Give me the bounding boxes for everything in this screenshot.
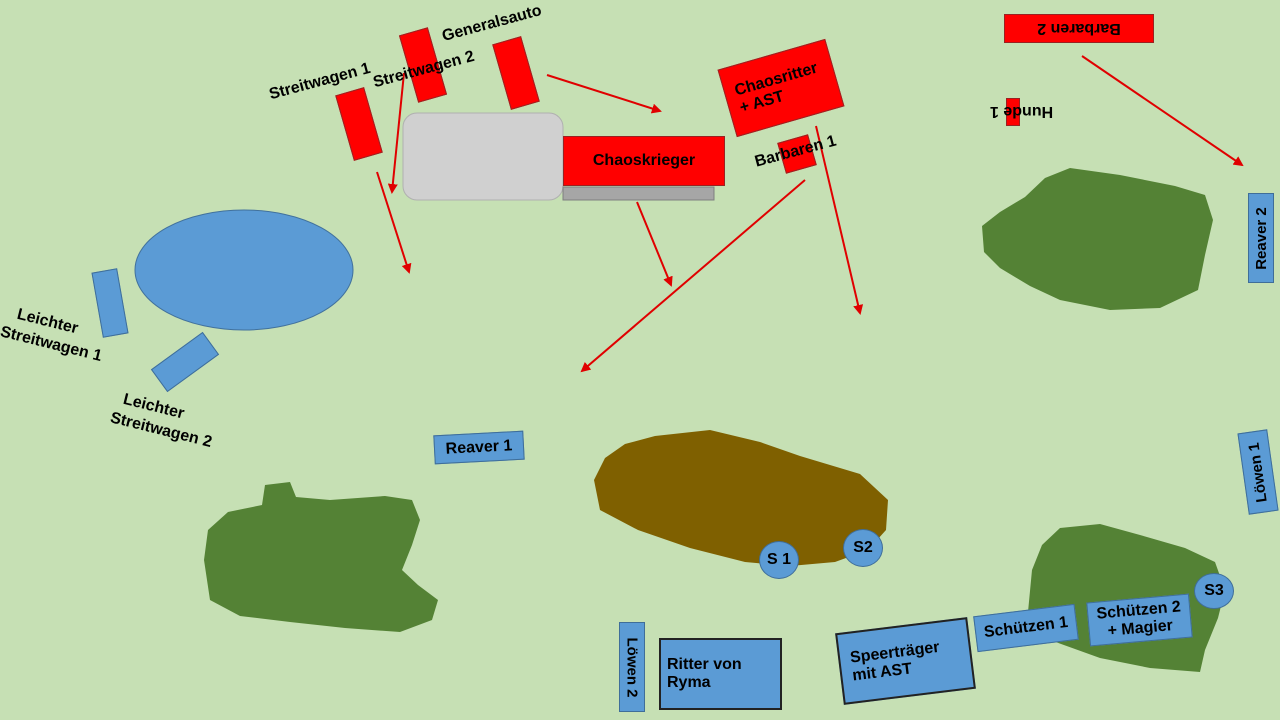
reaver-1-block: Reaver 1 bbox=[433, 430, 525, 465]
loewen-1-label: Löwen 1 bbox=[1245, 441, 1271, 503]
marker-s2: S2 bbox=[843, 529, 883, 567]
arrow-barbaren-2 bbox=[1081, 55, 1244, 167]
arrow-streitwagen-1 bbox=[376, 171, 412, 274]
hill bbox=[594, 430, 888, 566]
arrow-barbaren-1 bbox=[580, 179, 806, 373]
marker-s1: S 1 bbox=[759, 541, 799, 579]
reaver-2-block: Reaver 2 bbox=[1248, 193, 1274, 283]
schuetzen-1-label: Schützen 1 bbox=[982, 613, 1069, 642]
ritter-von-ryma-block: Ritter von Ryma bbox=[659, 638, 782, 710]
marker-s1-label: S 1 bbox=[766, 551, 791, 568]
chaoskrieger-block: Chaoskrieger bbox=[563, 136, 725, 186]
loewen-2-block: Löwen 2 bbox=[619, 622, 645, 712]
hunde-1-block bbox=[1006, 98, 1020, 126]
schuetzen-2-block: Schützen 2 + Magier bbox=[1086, 593, 1193, 647]
forest-southwest bbox=[204, 482, 438, 632]
hunde-1-label: Hunde 1 bbox=[990, 102, 1054, 120]
building bbox=[402, 112, 564, 201]
reaver-2-label: Reaver 2 bbox=[1252, 206, 1270, 270]
ritter-label-line1: Ritter von bbox=[667, 656, 742, 673]
arrow-streitwagen-2 bbox=[387, 72, 405, 194]
lake bbox=[134, 209, 354, 331]
loewen-2-label: Löwen 2 bbox=[623, 636, 641, 698]
arrow-generalsauto bbox=[546, 74, 662, 114]
arrow-chaoskrieger bbox=[636, 201, 673, 287]
marker-s3-label: S3 bbox=[1204, 582, 1224, 599]
chaoskrieger-label: Chaoskrieger bbox=[592, 152, 696, 169]
marker-s3: S3 bbox=[1194, 573, 1234, 609]
barbaren-2-block: Barbaren 2 bbox=[1004, 14, 1154, 43]
forest-northeast bbox=[982, 168, 1213, 310]
reaver-1-label: Reaver 1 bbox=[445, 436, 513, 458]
barbaren-2-label: Barbaren 2 bbox=[1037, 20, 1121, 38]
marker-s2-label: S2 bbox=[853, 539, 873, 556]
arrow-chaosritter bbox=[815, 125, 864, 315]
ritter-label-line2: Ryma bbox=[667, 674, 711, 691]
wall-segment bbox=[562, 186, 715, 201]
